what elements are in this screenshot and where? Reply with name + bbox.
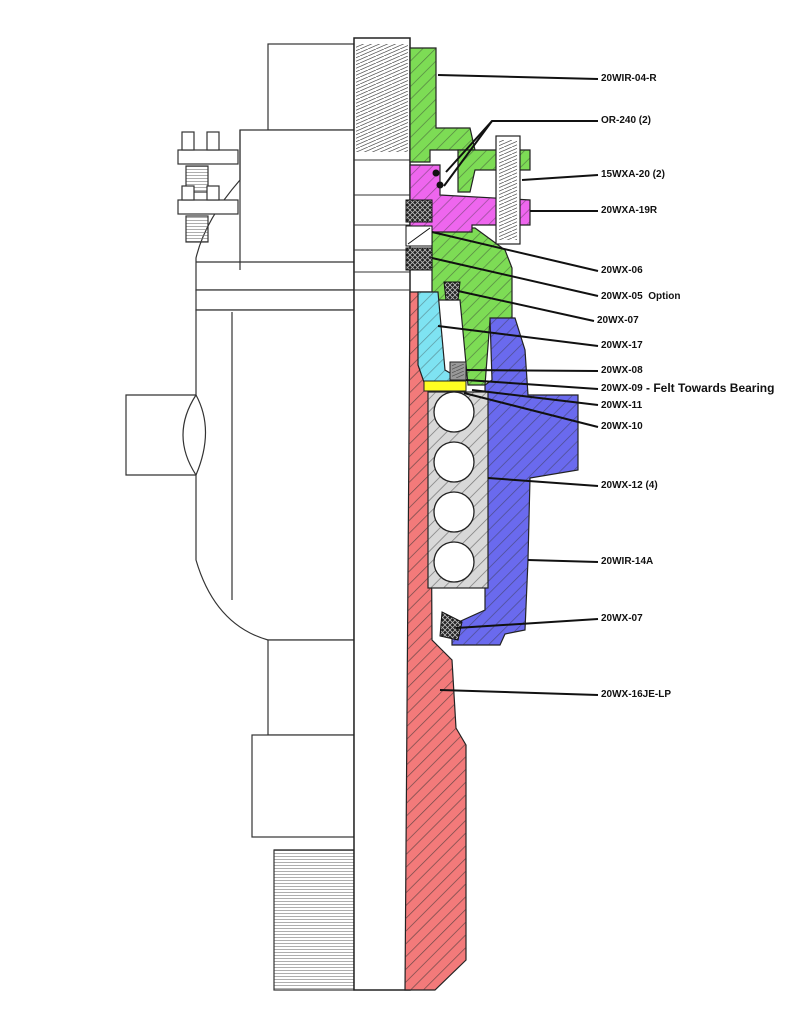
label-or-240: OR-240 (2) — [601, 115, 652, 126]
part-felt-20wx-09 — [423, 380, 467, 392]
part-bolt-15wxa-20 — [495, 135, 521, 245]
center-bore — [353, 37, 411, 991]
exterior-outline — [125, 43, 355, 991]
label-20wx-09: 20WX-09 — [601, 383, 643, 394]
label-20wx-11: 20WX-11 — [601, 400, 643, 411]
part-setscrew-20wx-08 — [449, 361, 467, 381]
label-20wx-12: 20WX-12 (4) — [601, 480, 658, 491]
label-20wx-17: 20WX-17 — [601, 340, 643, 351]
label-20wx-08: 20WX-08 — [601, 365, 643, 376]
label-20wx-07-lower: 20WX-07 — [601, 613, 643, 624]
part-bearing-20wx-12 — [427, 391, 489, 589]
part-ring-20wx-17 — [417, 291, 456, 386]
label-20wx-06: 20WX-06 — [601, 265, 643, 276]
label-20wx-10: 20WX-10 — [601, 421, 643, 432]
label-20wxa-19r: 20WXA-19R — [601, 205, 658, 216]
label-20wir-04-r: 20WIR-04-R — [601, 73, 657, 84]
label-20wx-07-upper: 20WX-07 — [597, 315, 639, 326]
leader-lines — [431, 74, 599, 696]
felt-towards-bearing-note: - Felt Towards Bearing — [646, 381, 775, 395]
label-20wx-16je-lp: 20WX-16JE-LP — [601, 689, 672, 700]
label-20wir-14a: 20WIR-14A — [601, 556, 654, 567]
label-15wxa-20: 15WXA-20 (2) — [601, 169, 665, 180]
label-20wx-05-option: 20WX-05 Option — [601, 291, 681, 302]
packing-seals — [405, 199, 463, 641]
o-rings-or-240 — [432, 169, 444, 189]
